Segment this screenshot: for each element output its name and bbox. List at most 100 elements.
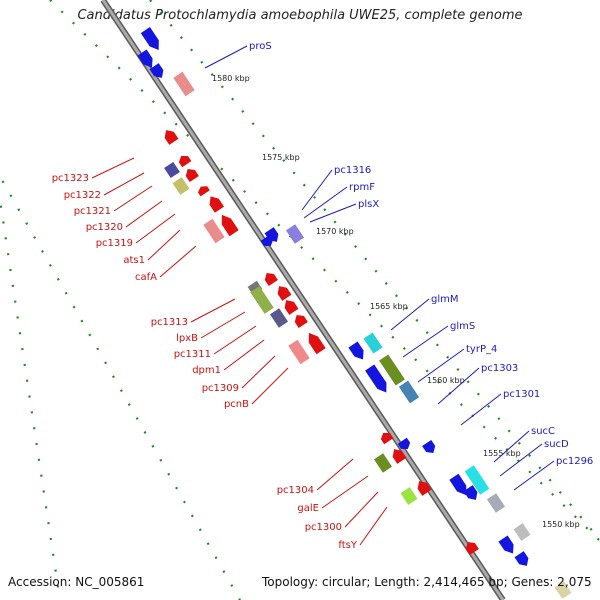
feature-block bbox=[285, 224, 305, 244]
leader-line bbox=[125, 200, 163, 228]
gene-label: pc1303 bbox=[481, 363, 518, 374]
gene-label: pc1322 bbox=[64, 190, 101, 201]
reverse-cds bbox=[178, 155, 192, 168]
dotted-track-line bbox=[0, 174, 241, 600]
feature-block bbox=[203, 218, 225, 244]
leader-line bbox=[493, 430, 530, 463]
gene-label: cafA bbox=[135, 272, 157, 283]
gene-label: glmS bbox=[450, 321, 475, 332]
feature-block bbox=[288, 339, 310, 365]
reverse-cds bbox=[380, 432, 394, 445]
feature-block bbox=[373, 453, 393, 473]
reverse-cds bbox=[209, 196, 225, 213]
leader-line bbox=[200, 311, 246, 339]
gene-label: pc1321 bbox=[74, 206, 111, 217]
tick-label: 1575 kbp bbox=[262, 153, 300, 162]
leader-line bbox=[147, 229, 181, 261]
feature-block bbox=[554, 581, 572, 599]
gene-label: pc1304 bbox=[277, 485, 314, 496]
leader-line bbox=[359, 506, 388, 546]
forward-cds bbox=[514, 551, 529, 566]
dotted-track-line bbox=[49, 0, 600, 543]
leader-line bbox=[204, 45, 248, 69]
forward-cds bbox=[463, 485, 478, 500]
genome-title: Candidatus Protochlamydia amoebophila UW… bbox=[77, 8, 523, 23]
tick-label: 1570 kbp bbox=[316, 227, 354, 236]
feature-block bbox=[464, 465, 490, 495]
gene-label: pc1319 bbox=[96, 238, 133, 249]
feature-block bbox=[400, 487, 418, 505]
gene-label: ats1 bbox=[123, 255, 145, 266]
reverse-cds bbox=[308, 332, 326, 355]
gene-label: pcnB bbox=[224, 399, 249, 410]
forward-cds bbox=[498, 535, 514, 554]
gene-label: rpmF bbox=[349, 182, 375, 193]
gene-label: tyrP_4 bbox=[466, 344, 497, 355]
forward-cds bbox=[137, 49, 153, 68]
leader-line bbox=[159, 245, 197, 278]
reverse-cds bbox=[185, 169, 199, 183]
feature-block bbox=[486, 493, 506, 513]
leader-line bbox=[499, 443, 543, 477]
leader-line bbox=[103, 172, 145, 196]
leader-line bbox=[460, 393, 502, 426]
leader-line bbox=[135, 213, 176, 244]
gene-label: proS bbox=[249, 41, 272, 52]
gene-label: pc1309 bbox=[202, 383, 239, 394]
feature-block bbox=[363, 332, 383, 354]
forward-cds bbox=[365, 364, 387, 393]
gene-label: pc1311 bbox=[174, 349, 211, 360]
leader-line bbox=[301, 169, 333, 211]
leader-line bbox=[223, 339, 265, 371]
forward-cds bbox=[140, 26, 159, 50]
gene-label: pc1323 bbox=[52, 173, 89, 184]
feature-block bbox=[379, 354, 405, 386]
feature-block bbox=[398, 380, 420, 404]
leader-line bbox=[437, 367, 480, 405]
gene-label: galE bbox=[297, 503, 319, 514]
feature-block bbox=[269, 308, 289, 328]
tick-label: 1580 kbp bbox=[212, 74, 250, 83]
gene-features bbox=[137, 26, 572, 599]
leader-line bbox=[309, 203, 357, 223]
leader-line bbox=[303, 186, 348, 219]
dotted-track-line bbox=[149, 0, 600, 542]
feature-block bbox=[164, 161, 180, 179]
feature-block bbox=[250, 286, 274, 314]
forward-cds bbox=[397, 437, 411, 450]
accession-text: Accession: NC_005861 bbox=[8, 575, 145, 589]
reverse-cds bbox=[294, 315, 308, 329]
reverse-cds bbox=[392, 449, 407, 464]
leader-line bbox=[190, 298, 236, 323]
tick-label: 1560 kbp bbox=[427, 376, 465, 385]
leader-line bbox=[344, 491, 379, 528]
gene-label: pc1313 bbox=[151, 317, 188, 328]
forward-gene-labels: proS pc1316 rpmF plsX glmM glmS tyrP_4 pc1303 pc… bbox=[204, 41, 593, 491]
feature-block bbox=[172, 177, 190, 195]
kbp-ticks: 1580 kbp 1575 kbp 1570 kbp 1565 kbp 1560 kbp… bbox=[212, 74, 580, 529]
forward-cds bbox=[260, 234, 274, 247]
tick-label: 1565 kbp bbox=[370, 302, 408, 311]
leader-line bbox=[321, 475, 369, 509]
gene-label: dpm1 bbox=[192, 365, 221, 376]
feature-block bbox=[173, 71, 195, 97]
reverse-cds bbox=[264, 273, 278, 287]
axis-line bbox=[101, 0, 505, 600]
tick-label: 1550 kbp bbox=[542, 520, 580, 529]
gene-label: pc1316 bbox=[334, 165, 371, 176]
gene-label: pc1296 bbox=[556, 456, 593, 467]
gene-label: plsX bbox=[358, 199, 379, 210]
forward-cds bbox=[348, 341, 364, 360]
reverse-cds bbox=[417, 481, 432, 496]
reverse-cds bbox=[221, 214, 239, 237]
gene-label: lpxB bbox=[176, 333, 198, 344]
feature-block bbox=[513, 523, 531, 541]
gene-label: glmM bbox=[431, 294, 459, 305]
topology-text: Topology: circular; Length: 2,414,465 bp… bbox=[262, 575, 592, 589]
gene-label: pc1301 bbox=[503, 389, 540, 400]
reverse-cds bbox=[284, 300, 299, 315]
leader-line bbox=[113, 185, 153, 212]
gene-label: pc1300 bbox=[305, 522, 342, 533]
gene-label: sucD bbox=[544, 439, 569, 450]
